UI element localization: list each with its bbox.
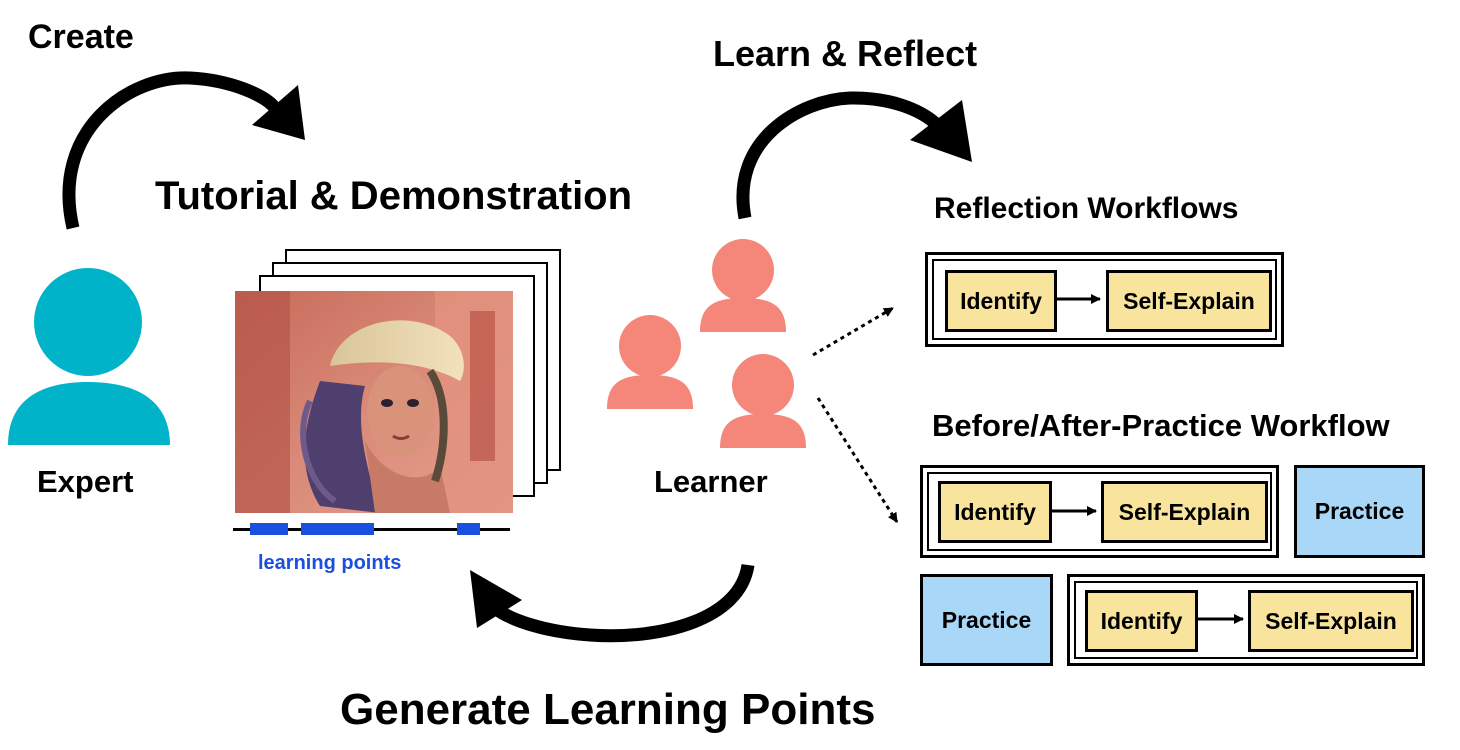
create-label: Create xyxy=(28,18,134,56)
before-practice-step[interactable]: Practice xyxy=(1294,465,1425,558)
before-practice-workflow-inner xyxy=(927,472,1272,551)
learner-label: Learner xyxy=(654,464,768,499)
learning-point-marker[interactable] xyxy=(250,523,288,535)
tutorial-portrait-image xyxy=(235,291,513,513)
after-practice-workflow-inner xyxy=(1074,581,1418,659)
reflection-workflows-title: Reflection Workflows xyxy=(934,192,1239,225)
dotted-arrow-reflection xyxy=(812,306,894,357)
reflection-workflow-box xyxy=(925,252,1284,347)
learn-reflect-arrow xyxy=(736,91,940,220)
generate-learning-points-title: Generate Learning Points xyxy=(340,685,876,734)
after-self-explain-step[interactable]: Self-Explain xyxy=(1248,590,1414,652)
after-identify-step[interactable]: Identify xyxy=(1085,590,1198,652)
generate-arrow xyxy=(490,563,755,643)
before-identify-step[interactable]: Identify xyxy=(938,481,1052,543)
create-arrow xyxy=(62,71,281,230)
after-practice-step[interactable]: Practice xyxy=(920,574,1053,666)
learner-icon-right xyxy=(720,354,806,448)
after-practice-workflow-box xyxy=(1067,574,1425,666)
learn-reflect-label: Learn & Reflect xyxy=(713,33,978,74)
dotted-arrow-practice xyxy=(816,397,899,523)
expert-label: Expert xyxy=(37,464,134,499)
reflection-identify-step[interactable]: Identify xyxy=(945,270,1057,332)
learner-icon-left xyxy=(607,315,693,409)
learning-point-marker[interactable] xyxy=(457,523,480,535)
learning-point-marker[interactable] xyxy=(301,523,374,535)
reflection-self-explain-step[interactable]: Self-Explain xyxy=(1106,270,1272,332)
learner-icon-top xyxy=(700,239,786,332)
create-arrowhead xyxy=(252,85,305,140)
tutorial-demonstration-title: Tutorial & Demonstration xyxy=(155,174,633,218)
before-practice-workflow-box xyxy=(920,465,1279,558)
reflection-workflow-inner xyxy=(932,259,1277,340)
learn-reflect-arrowhead xyxy=(910,100,972,162)
before-self-explain-step[interactable]: Self-Explain xyxy=(1101,481,1268,543)
before-after-practice-title: Before/After-Practice Workflow xyxy=(932,408,1390,443)
expert-icon xyxy=(8,268,170,445)
generate-arrowhead xyxy=(470,570,522,628)
learning-points-label: learning points xyxy=(258,552,402,574)
